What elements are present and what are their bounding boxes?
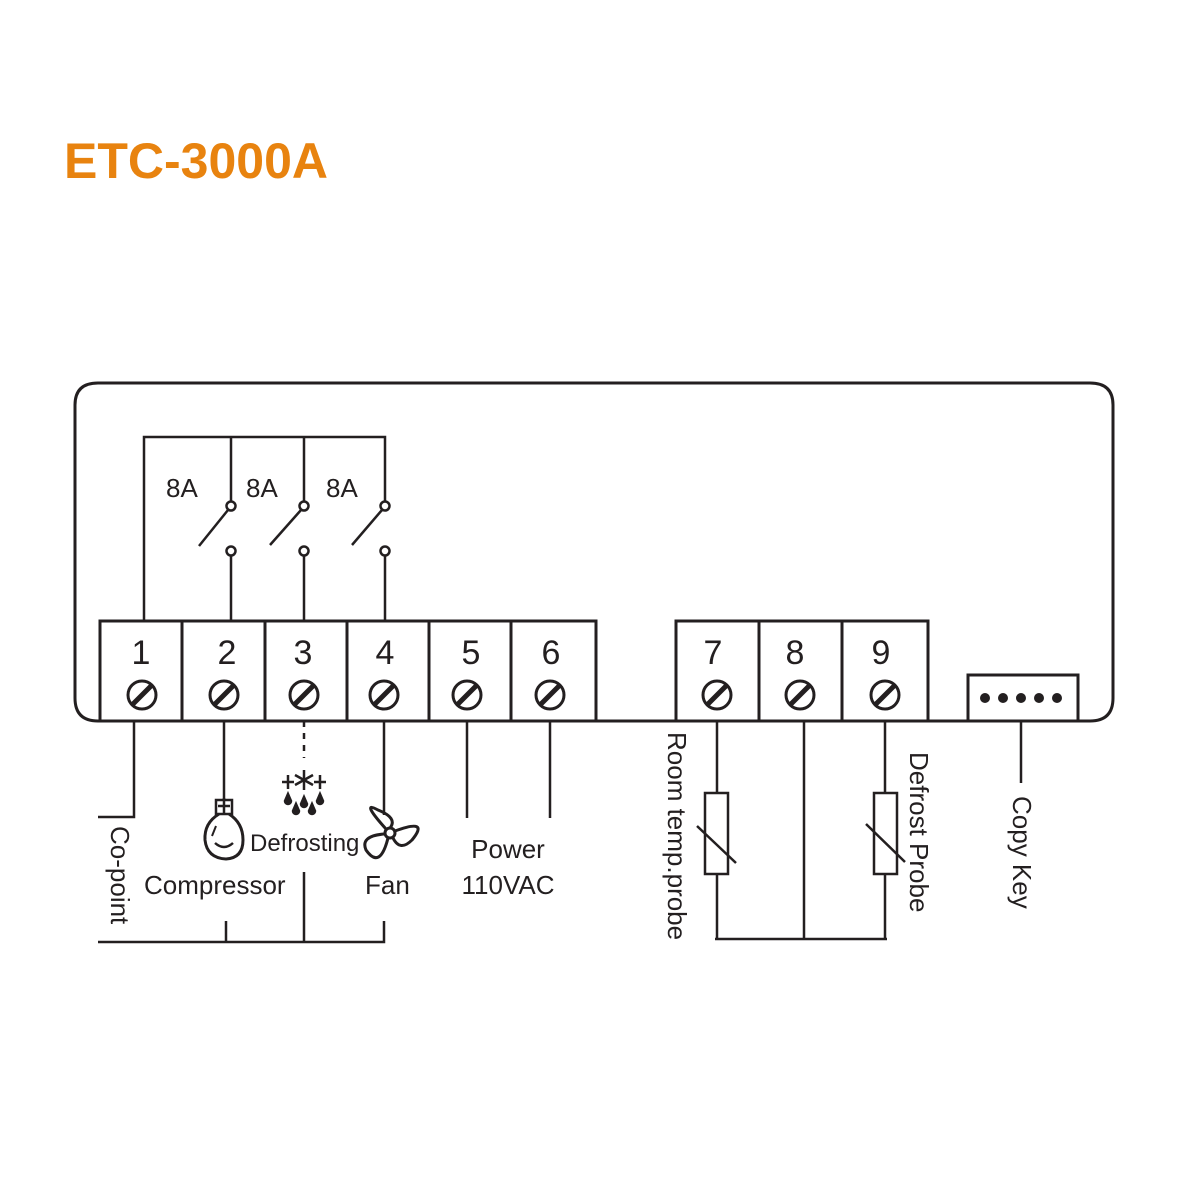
copy-key-label: Copy Key: [1007, 796, 1037, 909]
terminal-6-screw-icon: [534, 679, 566, 711]
terminal-5-screw-icon: [451, 679, 483, 711]
terminal-1-screw-icon: [126, 679, 158, 711]
defrost-probe-thermistor-icon: [865, 721, 906, 939]
fan-icon: [363, 805, 420, 860]
relay-bus: [142, 435, 387, 621]
co-point-label: Co-point: [105, 826, 135, 925]
terminal-7-number: 7: [704, 634, 723, 672]
controller-body: [73, 381, 1115, 723]
terminal-7-screw-icon: [701, 679, 733, 711]
defrosting-label: Defrosting: [250, 830, 359, 857]
relay-2: 8A: [246, 473, 310, 621]
relay-1: 8A: [166, 473, 237, 621]
terminal-8-screw-icon: [784, 679, 816, 711]
terminal-5-number: 5: [462, 634, 481, 672]
terminal-block-right: 7 8 9: [674, 619, 930, 723]
relay-3-rating: 8A: [326, 473, 358, 503]
terminal-4-number: 4: [376, 634, 395, 672]
defrost-icon: [282, 770, 326, 816]
terminal-6-number: 6: [542, 634, 561, 672]
defrost-probe-label: Defrost Probe: [904, 752, 934, 912]
fan-label: Fan: [365, 870, 410, 900]
terminal-3-number: 3: [294, 634, 313, 672]
terminal-4-screw-icon: [368, 679, 400, 711]
terminal-9-screw-icon: [869, 679, 901, 711]
power-label: Power: [471, 834, 545, 864]
relay-1-rating: 8A: [166, 473, 198, 503]
terminal-2-number: 2: [218, 634, 237, 672]
terminal-3-screw-icon: [288, 679, 320, 711]
terminal-2-screw-icon: [208, 679, 240, 711]
relay-2-rating: 8A: [246, 473, 278, 503]
room-probe-thermistor-icon: [696, 721, 737, 939]
voltage-label: 110VAC: [462, 870, 555, 900]
copy-key-port-icon: [966, 673, 1080, 723]
terminal-1-number: 1: [132, 634, 151, 672]
terminal-9-number: 9: [872, 634, 891, 672]
compressor-icon: [203, 798, 245, 861]
relay-3: 8A: [326, 473, 391, 621]
room-probe-label: Room temp.probe: [662, 732, 692, 940]
co-point-wire: [98, 721, 136, 819]
load-bus: [98, 921, 386, 944]
compressor-label: Compressor: [144, 870, 286, 900]
terminal-8-number: 8: [786, 634, 805, 672]
terminal-block-left: 1 2 3 4 5 6: [98, 619, 598, 723]
diagram-title: ETC-3000A: [64, 133, 328, 189]
